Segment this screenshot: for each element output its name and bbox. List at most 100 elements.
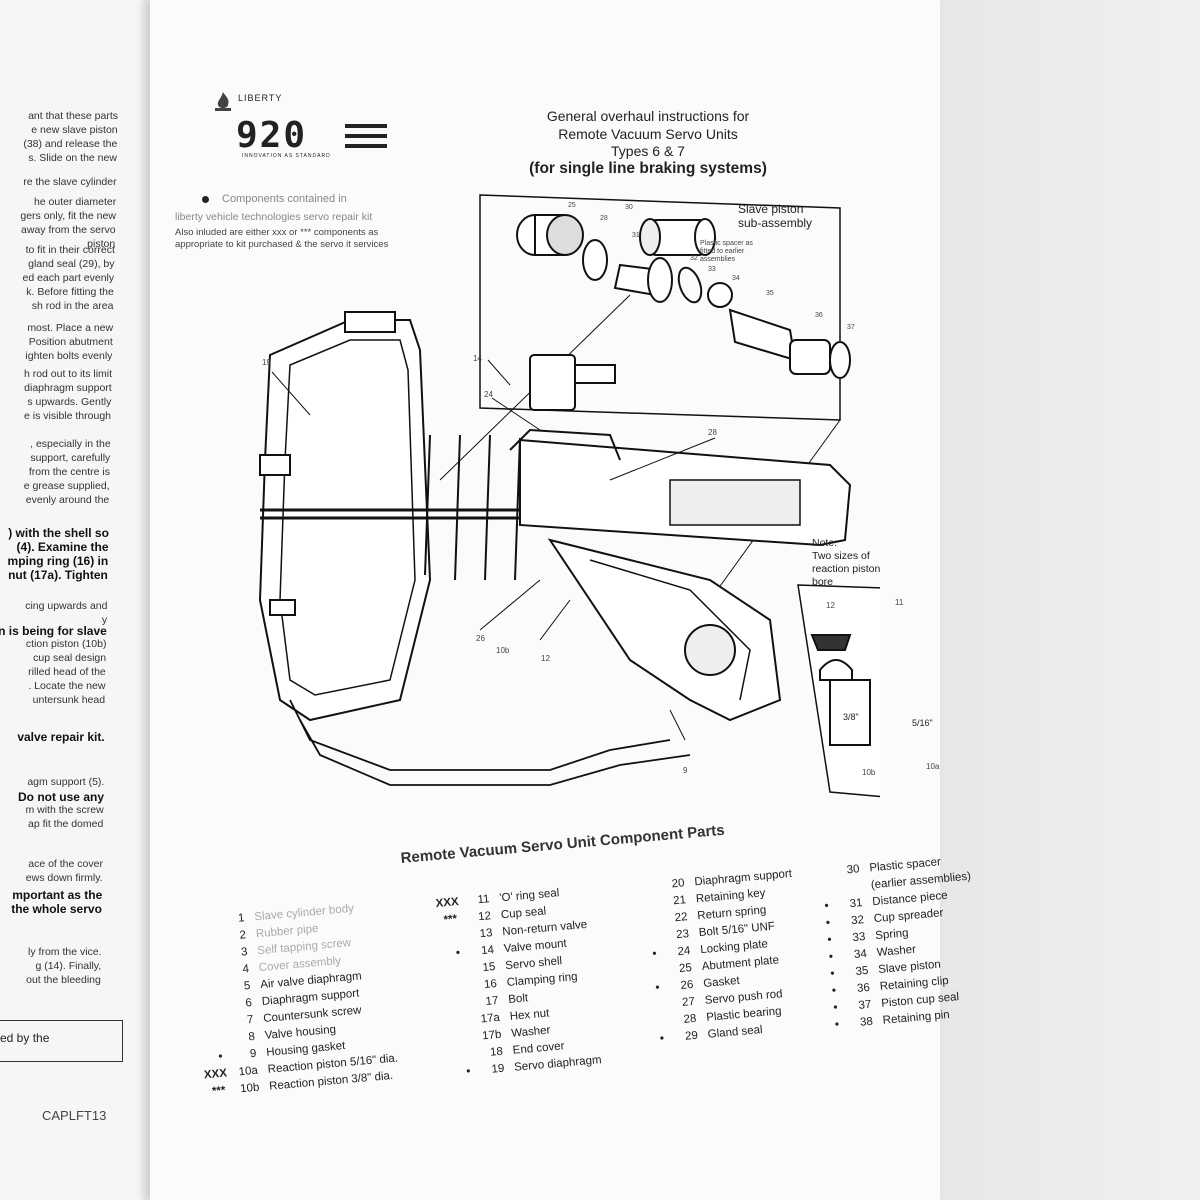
box-text: ed by the bbox=[0, 1031, 50, 1045]
kit-marker: • bbox=[455, 947, 461, 960]
callout: 36 bbox=[815, 312, 823, 319]
kit-marker bbox=[201, 1043, 221, 1045]
left-page-line: cing upwards and bbox=[25, 600, 108, 612]
callout: 37 bbox=[847, 324, 855, 331]
left-page-line: mping ring (16) in bbox=[7, 554, 109, 568]
bullet-icon bbox=[202, 196, 209, 203]
logo-bar bbox=[345, 144, 387, 148]
kit-marker: XXX bbox=[203, 1067, 228, 1082]
kit-marker: • bbox=[824, 900, 830, 913]
title-line-3: Types 6 & 7 bbox=[611, 143, 685, 159]
left-page-line: h rod out to its limit bbox=[23, 368, 113, 380]
servo-diagram bbox=[258, 194, 880, 798]
bore-note-line: Two sizes of bbox=[812, 550, 870, 562]
part-number: 19 bbox=[491, 1062, 505, 1076]
kit-marker: • bbox=[831, 984, 837, 998]
left-page-line: ant that these parts bbox=[28, 110, 118, 122]
left-page-line: . Locate the new bbox=[28, 680, 106, 692]
left-page-line: s. Slide on the new bbox=[28, 152, 117, 164]
callout: 11 bbox=[895, 598, 904, 607]
left-page-line: y bbox=[101, 614, 108, 626]
kit-marker bbox=[191, 924, 211, 926]
callout: 25 bbox=[568, 202, 576, 209]
left-page-line: valve repair kit. bbox=[17, 730, 105, 744]
left-page-line: n is being for slave bbox=[0, 624, 107, 638]
left-page-line: ap fit the domed bbox=[28, 818, 104, 830]
left-page-line: support, carefully bbox=[30, 452, 111, 464]
kit-marker: • bbox=[217, 1050, 223, 1064]
callout: 19 bbox=[262, 358, 271, 367]
left-page-line: (4). Examine the bbox=[16, 540, 109, 554]
callout: 10b bbox=[862, 768, 876, 777]
legend-line-1: Components contained in bbox=[222, 193, 347, 205]
title-line-2: Remote Vacuum Servo Units bbox=[558, 126, 738, 142]
kit-marker bbox=[442, 973, 462, 975]
legend-line-3: Also inluded are either xxx or *** compo… bbox=[175, 227, 379, 238]
callout: 14 bbox=[473, 354, 482, 363]
part-number: 10b bbox=[239, 1081, 260, 1096]
subassembly-label: Slave piston bbox=[738, 202, 804, 216]
left-page-line: nut (17a). Tighten bbox=[8, 568, 108, 582]
left-page-line: most. Place a new bbox=[27, 322, 114, 334]
left-page-line: ews down firmly. bbox=[25, 872, 103, 884]
left-page-line: e new slave piston bbox=[31, 124, 118, 136]
callout: 31 bbox=[632, 232, 640, 239]
bore-size-label: 3/8" bbox=[843, 712, 859, 722]
page-edge-shadow bbox=[138, 0, 152, 1200]
spacer-note: fitted to earlier bbox=[700, 248, 745, 255]
spacer-note: Plastic spacer as bbox=[700, 240, 753, 247]
callout: 10b bbox=[496, 646, 510, 655]
kit-marker bbox=[634, 923, 654, 925]
left-page-line: s upwards. Gently bbox=[27, 396, 112, 408]
callout: 24 bbox=[484, 390, 493, 399]
left-page-line: e is visible through bbox=[24, 410, 111, 422]
part-name: Washer bbox=[876, 943, 917, 960]
callout: 28 bbox=[708, 428, 717, 437]
left-page-line: agm support (5). bbox=[27, 776, 105, 788]
left-page-line: diaphragm support bbox=[24, 382, 112, 394]
part-name: End cover bbox=[512, 1040, 565, 1057]
left-page-line: mportant as the bbox=[12, 888, 103, 902]
valve-housing bbox=[547, 538, 782, 722]
left-page-line: gland seal (29), by bbox=[28, 258, 115, 270]
left-page-line: sh rod in the area bbox=[31, 300, 114, 312]
left-page-line: evenly around the bbox=[25, 494, 110, 506]
part-name: Clamping ring bbox=[506, 970, 579, 990]
part-name: Gasket bbox=[702, 974, 741, 990]
callout: 34 bbox=[732, 275, 740, 282]
kit-marker bbox=[192, 941, 212, 943]
left-page-line: Position abutment bbox=[28, 336, 113, 348]
left-page-line: m with the screw bbox=[25, 804, 104, 816]
kit-marker bbox=[197, 992, 217, 994]
left-page-line: g (14). Finally, bbox=[35, 960, 102, 972]
part-name: Cup seal bbox=[500, 905, 547, 922]
legend-line-4: appropriate to kit purchased & the servo… bbox=[175, 239, 389, 250]
part-number bbox=[831, 889, 861, 892]
logo-brand: LIBERTY bbox=[238, 93, 283, 103]
left-page-line: to fit in their correct bbox=[25, 244, 115, 256]
left-page-line: k. Before fitting the bbox=[26, 286, 114, 298]
left-page-line: the whole servo bbox=[11, 902, 102, 916]
left-page-line: cup seal design bbox=[33, 652, 107, 664]
title-line-1: General overhaul instructions for bbox=[546, 108, 750, 124]
left-page-line: ) with the shell so bbox=[8, 526, 109, 540]
kit-marker: • bbox=[654, 981, 661, 995]
part-name: Abutment plate bbox=[701, 954, 780, 974]
kit-marker bbox=[806, 875, 826, 877]
part-name: 'O' ring seal bbox=[498, 887, 560, 905]
left-page-line: ly from the vice. bbox=[28, 946, 102, 958]
callout: 9 bbox=[683, 766, 688, 775]
left-page-line: Do not use any bbox=[17, 790, 104, 804]
left-page-line: untersunk head bbox=[32, 694, 106, 706]
left-page-line: , especially in the bbox=[30, 438, 111, 450]
kit-marker: • bbox=[827, 933, 833, 947]
part-name: Cup spreader bbox=[873, 907, 944, 926]
kit-marker bbox=[195, 975, 215, 977]
left-page-line: rilled head of the bbox=[28, 666, 106, 678]
part-name: Servo shell bbox=[504, 955, 563, 973]
kit-marker bbox=[443, 990, 463, 992]
